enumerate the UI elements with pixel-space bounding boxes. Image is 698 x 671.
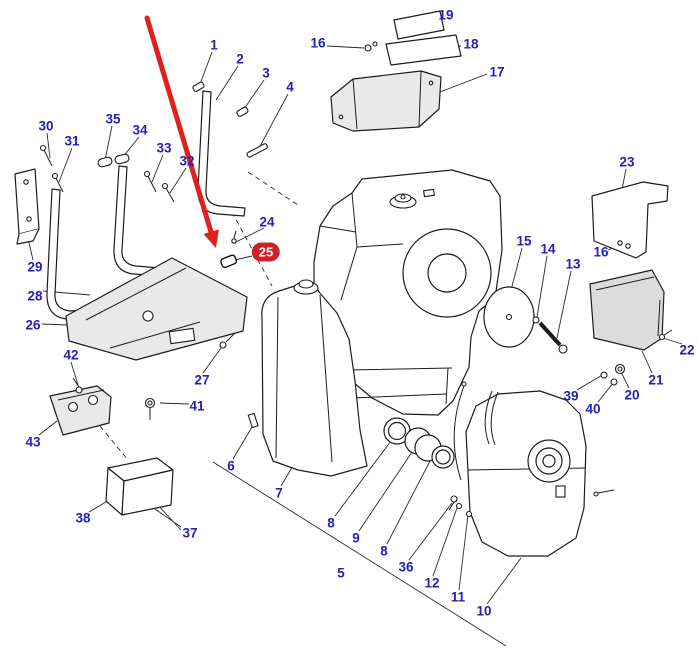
part-25-clip [220,254,238,269]
callout-9[interactable]: 9 [352,530,360,546]
callout-14[interactable]: 14 [540,241,556,257]
callout-31[interactable]: 31 [64,133,80,149]
callout-23[interactable]: 23 [619,154,635,170]
callout-43[interactable]: 43 [25,434,41,450]
part-front-tank [247,279,368,477]
callout-42[interactable]: 42 [63,347,79,363]
callout-37[interactable]: 37 [182,525,198,541]
callout-1[interactable]: 1 [210,37,218,53]
callout-3[interactable]: 3 [262,65,270,81]
callout-38[interactable]: 38 [75,510,91,526]
callout-7[interactable]: 7 [275,485,283,501]
part-floor-plate [65,257,248,361]
callout-18[interactable]: 18 [463,36,479,52]
callout-16[interactable]: 16 [310,35,326,51]
callout-17[interactable]: 17 [489,64,505,80]
callout-25-highlighted[interactable]: 25 [251,242,281,262]
callout-32[interactable]: 32 [179,153,195,169]
callout-21[interactable]: 21 [648,372,664,388]
callout-24[interactable]: 24 [259,214,275,230]
part-sleeves [383,417,455,469]
red-arrow-annotation [144,15,219,248]
part-aux-tank [448,381,615,557]
callout-33[interactable]: 33 [156,140,172,156]
callout-41[interactable]: 41 [189,398,205,414]
callout-2[interactable]: 2 [236,51,244,67]
part-right-panels [589,181,673,386]
callout-13[interactable]: 13 [565,256,581,272]
part-main-tank [231,169,503,416]
callout-30[interactable]: 30 [38,118,54,134]
callout-29[interactable]: 29 [27,259,43,275]
part-top-panels [330,10,462,132]
callout-11[interactable]: 11 [450,589,466,605]
callout-20[interactable]: 20 [624,387,640,403]
callout-8[interactable]: 8 [327,515,335,531]
callout-15[interactable]: 15 [516,233,532,249]
part-bracket-43 [49,377,156,436]
callout-22[interactable]: 22 [679,342,695,358]
callout-28[interactable]: 28 [27,288,43,304]
callout-5[interactable]: 5 [337,565,345,581]
callout-6[interactable]: 6 [227,458,235,474]
callout-12[interactable]: 12 [424,575,440,591]
callout-34[interactable]: 34 [132,122,148,138]
callout-39[interactable]: 39 [563,388,579,404]
callout-10[interactable]: 10 [476,603,492,619]
callout-26[interactable]: 26 [25,317,41,333]
callout-19[interactable]: 19 [438,7,454,23]
part-disc-15 [483,286,568,354]
callout-27[interactable]: 27 [194,372,210,388]
callout-16[interactable]: 16 [593,244,609,260]
callout-35[interactable]: 35 [105,111,121,127]
callout-4[interactable]: 4 [286,79,294,95]
callout-8[interactable]: 8 [380,543,388,559]
callout-40[interactable]: 40 [585,401,601,417]
part-box-38 [105,457,174,516]
callout-36[interactable]: 36 [398,559,414,575]
